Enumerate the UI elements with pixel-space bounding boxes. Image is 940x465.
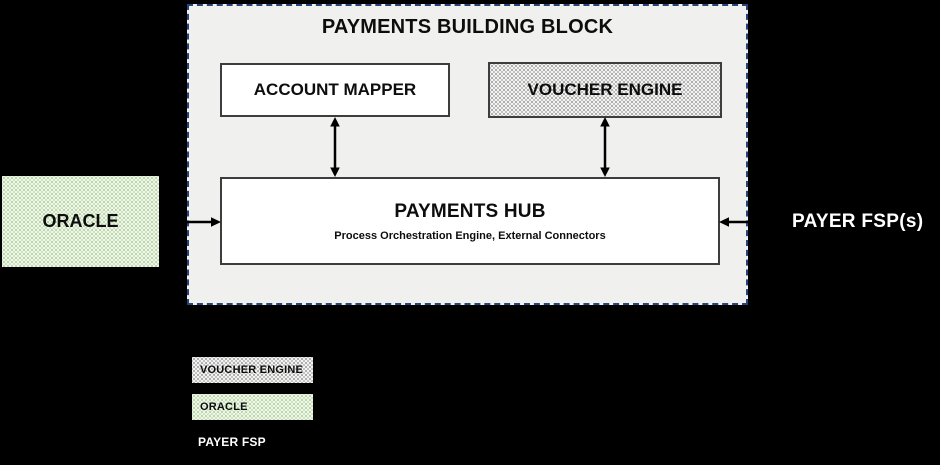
payments-hub-label: PAYMENTS HUB xyxy=(394,200,546,222)
legend-swatch-oracle: ORACLE xyxy=(192,394,313,420)
legend-label-oracle: ORACLE xyxy=(200,401,248,413)
oracle-label: ORACLE xyxy=(42,211,119,231)
node-account-mapper: ACCOUNT MAPPER xyxy=(220,63,450,117)
account-mapper-label: ACCOUNT MAPPER xyxy=(253,80,417,99)
arrow-oracle-to-hub xyxy=(159,217,221,227)
voucher-engine-label: VOUCHER ENGINE xyxy=(527,80,683,99)
diagram-title: PAYMENTS BUILDING BLOCK xyxy=(321,16,614,38)
arrow-payer-to-hub xyxy=(719,217,785,227)
payer-fsp-label: PAYER FSP(s) xyxy=(792,211,924,232)
node-payments-hub: PAYMENTS HUB Process Orchestration Engin… xyxy=(220,177,720,265)
payments-hub-sublabel: Process Orchestration Engine, External C… xyxy=(334,229,606,242)
legend-label-voucher-engine: VOUCHER ENGINE xyxy=(200,364,304,376)
node-voucher-engine: VOUCHER ENGINE xyxy=(488,62,722,118)
node-oracle: ORACLE xyxy=(2,176,159,267)
legend-label-payer-fsp: PAYER FSP xyxy=(198,435,266,449)
legend-swatch-voucher-engine: VOUCHER ENGINE xyxy=(192,357,313,383)
arrow-account-mapper-hub xyxy=(330,117,340,177)
arrow-voucher-engine-hub xyxy=(600,117,610,177)
